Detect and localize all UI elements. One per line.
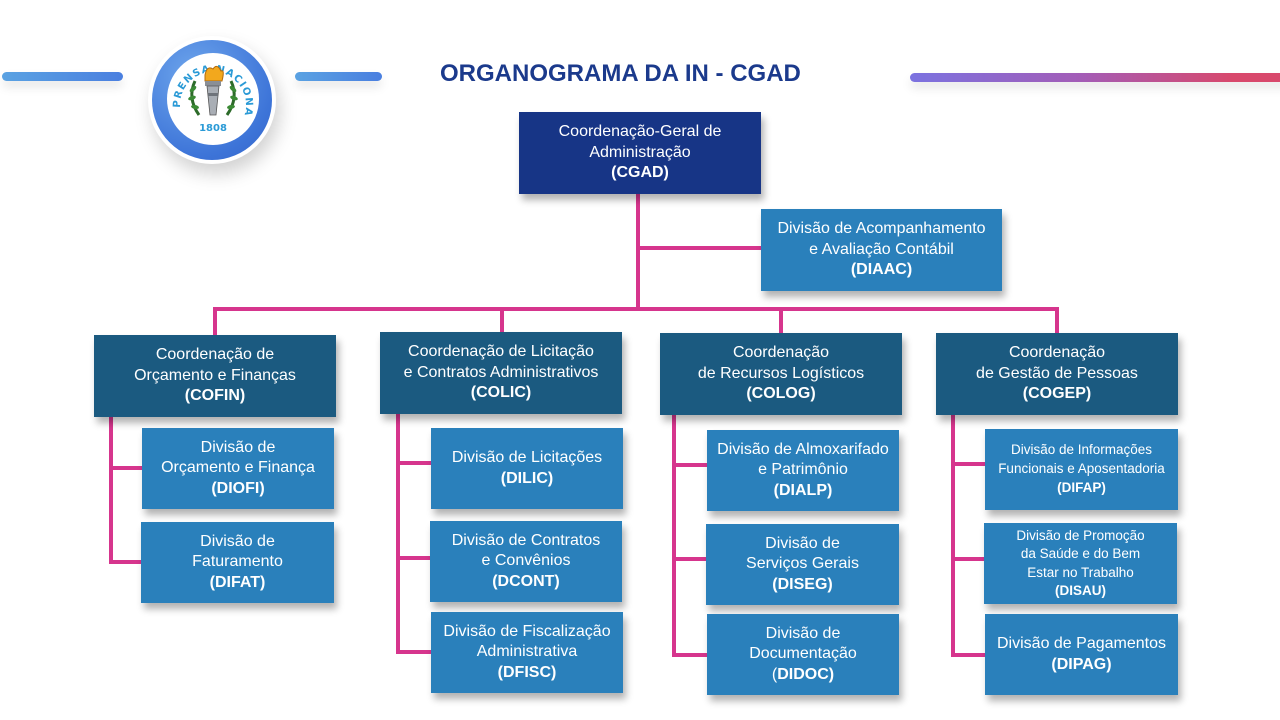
node-label-line1: Divisão de Licitações bbox=[451, 449, 603, 467]
org-node-difap[interactable]: Divisão de Informações Funcionais e Apos… bbox=[985, 429, 1178, 510]
node-label-line1: Coordenação bbox=[1008, 344, 1106, 362]
connector-difat bbox=[109, 560, 142, 564]
node-label-line1: Divisão de Pagamentos bbox=[997, 635, 1166, 653]
org-node-cgad[interactable]: Coordenação-Geral de Administração (CGAD… bbox=[519, 112, 761, 194]
connector-diseg bbox=[672, 557, 707, 561]
node-label-line1: Divisão de Acompanhamento bbox=[777, 220, 986, 238]
decorative-bar-left bbox=[2, 72, 123, 81]
page-title: ORGANOGRAMA DA IN - CGAD bbox=[440, 60, 801, 87]
org-node-didoc[interactable]: Divisão de Documentação (DIDOC) bbox=[707, 614, 899, 695]
node-abbreviation-prefix: ( bbox=[771, 665, 778, 683]
node-label-line1: Divisão de bbox=[200, 438, 276, 456]
node-abbreviation: (DIALP) bbox=[773, 481, 833, 499]
connector-dialp bbox=[672, 463, 707, 467]
decorative-bar-gradient bbox=[910, 73, 1280, 82]
node-abbreviation: (DISEG) bbox=[772, 575, 833, 593]
connector-dfisc bbox=[396, 650, 431, 654]
org-node-dilic[interactable]: Divisão de Licitações (DILIC) bbox=[431, 428, 623, 509]
node-abbreviation: (DIOFI) bbox=[211, 479, 265, 497]
connector-horizontal-main bbox=[213, 307, 1059, 311]
connector-colic-vertical bbox=[396, 413, 400, 654]
org-node-dfisc[interactable]: Divisão de Fiscalização Administrativa (… bbox=[431, 612, 623, 693]
node-label-line3: Estar no Trabalho bbox=[1027, 564, 1134, 580]
node-label-line2: da Saúde e do Bem bbox=[1020, 546, 1141, 562]
node-abbreviation: (COLOG) bbox=[746, 385, 816, 403]
org-node-colic[interactable]: Coordenação de Licitação e Contratos Adm… bbox=[380, 332, 622, 414]
node-label-line2: Orçamento e Finanças bbox=[134, 366, 296, 384]
connector-colog-vertical bbox=[672, 414, 676, 657]
connector-colic-up bbox=[500, 307, 504, 333]
connector-difap bbox=[951, 462, 985, 466]
org-node-diseg[interactable]: Divisão de Serviços Gerais (DISEG) bbox=[706, 524, 899, 605]
connector-dilic bbox=[396, 461, 431, 465]
node-label-line2: Serviços Gerais bbox=[746, 555, 859, 573]
node-abbreviation: (DISAU) bbox=[1055, 582, 1106, 598]
org-node-diaac[interactable]: Divisão de Acompanhamento e Avaliação Co… bbox=[761, 209, 1002, 291]
node-label-line2: Documentação bbox=[749, 645, 857, 663]
imprensa-nacional-seal-icon: IMPRENSA NACIONAL bbox=[167, 53, 259, 145]
org-node-dialp[interactable]: Divisão de Almoxarifado e Patrimônio (DI… bbox=[707, 430, 899, 511]
connector-colog-up bbox=[779, 307, 783, 334]
node-abbreviation: DIDOC) bbox=[777, 665, 835, 683]
org-node-cofin[interactable]: Coordenação de Orçamento e Finanças (COF… bbox=[94, 335, 336, 417]
node-abbreviation: (DCONT) bbox=[492, 572, 560, 590]
node-abbreviation: (COLIC) bbox=[470, 384, 532, 402]
node-label-line1: Coordenação de bbox=[155, 346, 275, 364]
connector-disau bbox=[951, 557, 985, 561]
node-abbreviation: (DIPAG) bbox=[1051, 655, 1112, 673]
org-node-diofi[interactable]: Divisão de Orçamento e Finança (DIOFI) bbox=[142, 428, 334, 509]
logo: IMPRENSA NACIONAL bbox=[148, 36, 276, 164]
node-label-line1: Divisão de Informações bbox=[1010, 442, 1153, 458]
connector-diofi bbox=[109, 466, 142, 470]
node-abbreviation: (DIFAP) bbox=[1057, 479, 1106, 495]
org-node-cogep[interactable]: Coordenação de Gestão de Pessoas (COGEP) bbox=[936, 333, 1178, 415]
connector-cogep-vertical bbox=[951, 414, 955, 657]
node-label-line1: Divisão de bbox=[765, 624, 841, 642]
node-label-line2: Administração bbox=[589, 143, 691, 161]
node-label-line1: Divisão de Contratos bbox=[451, 531, 601, 549]
node-label-line2: e Contratos Administrativos bbox=[403, 363, 599, 381]
node-abbreviation: (DILIC) bbox=[500, 469, 554, 487]
connector-dcont bbox=[396, 556, 431, 560]
node-abbreviation: (DIFAT) bbox=[209, 573, 266, 591]
node-label-line2: e Avaliação Contábil bbox=[809, 240, 954, 258]
node-label-line2: Orçamento e Finança bbox=[161, 459, 315, 477]
node-label-line2: de Recursos Logísticos bbox=[697, 364, 865, 382]
org-node-dipag[interactable]: Divisão de Pagamentos (DIPAG) bbox=[985, 614, 1178, 695]
connector-root-down bbox=[636, 193, 640, 309]
connector-cogep-up bbox=[1055, 307, 1059, 334]
connector-didoc bbox=[672, 653, 707, 657]
node-abbreviation: (COGEP) bbox=[1022, 385, 1092, 403]
node-label-line2: Faturamento bbox=[192, 553, 283, 571]
node-label-line2: e Convênios bbox=[481, 552, 571, 570]
logo-year: 1808 bbox=[199, 123, 227, 134]
node-label-line1: Coordenação bbox=[732, 344, 830, 362]
node-abbreviation: (CGAD) bbox=[611, 164, 669, 182]
connector-cofin-vertical bbox=[109, 416, 113, 564]
connector-cofin-up bbox=[213, 307, 217, 336]
org-node-difat[interactable]: Divisão de Faturamento (DIFAT) bbox=[141, 522, 334, 603]
node-label-line1: Coordenação de Licitação bbox=[408, 343, 594, 361]
node-label-line1: Divisão de bbox=[765, 534, 840, 552]
node-label-line2: Funcionais e Aposentadoria bbox=[998, 461, 1165, 477]
node-label-line1: Divisão de Fiscalização bbox=[443, 622, 611, 640]
node-label-line2: Administrativa bbox=[476, 643, 578, 661]
decorative-bar-left-short bbox=[295, 72, 382, 81]
node-label-line1: Divisão de Almoxarifado bbox=[717, 440, 889, 458]
node-label-line1: Divisão de bbox=[200, 532, 275, 550]
node-label-line1: Coordenação-Geral de bbox=[558, 123, 722, 141]
node-label-line1: Divisão de Promoção bbox=[1016, 528, 1145, 544]
node-abbreviation: (DIAAC) bbox=[850, 261, 913, 279]
node-label-line2: e Patrimônio bbox=[758, 461, 848, 479]
connector-dipag bbox=[951, 653, 985, 657]
org-node-colog[interactable]: Coordenação de Recursos Logísticos (COLO… bbox=[660, 333, 902, 415]
connector-staff bbox=[636, 246, 762, 250]
node-abbreviation: (DFISC) bbox=[497, 663, 557, 681]
org-node-dcont[interactable]: Divisão de Contratos e Convênios (DCONT) bbox=[430, 521, 622, 602]
logo-ring: IMPRENSA NACIONAL bbox=[152, 40, 272, 160]
node-abbreviation: (COFIN) bbox=[184, 387, 246, 405]
node-label-line2: de Gestão de Pessoas bbox=[976, 364, 1138, 382]
org-node-disau[interactable]: Divisão de Promoção da Saúde e do Bem Es… bbox=[984, 523, 1177, 604]
